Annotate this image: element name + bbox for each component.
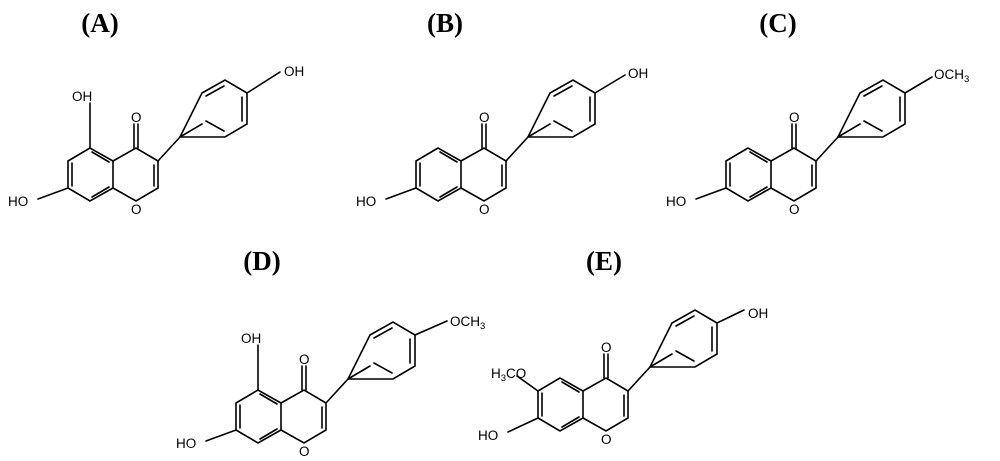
substituent-e-4p-oh: OH (748, 306, 768, 321)
atom-e-ring-o: O (601, 432, 612, 447)
structure-d-bonds (205, 320, 448, 444)
substituent-e-6-methoxy: H3CO (491, 366, 526, 384)
atom-c-ring-o: O (789, 202, 800, 217)
atom-d-carbonyl-o: O (299, 352, 310, 367)
panel-b: (B) HO O O OH (356, 8, 648, 217)
panel-d: (D) OH HO O O OCH3 (176, 246, 485, 459)
structure-b-bonds (385, 74, 626, 202)
substituent-a-7-oh: HO (8, 194, 28, 209)
atom-d-ring-o: O (299, 444, 310, 459)
atom-c-carbonyl-o: O (789, 110, 800, 125)
structure-e-bonds (507, 309, 745, 433)
panel-a: (A) OH HO O O (8, 8, 304, 217)
atom-b-carbonyl-o: O (479, 110, 490, 125)
atom-b-ring-o: O (479, 202, 490, 217)
substituent-b-4p-oh: OH (628, 66, 648, 81)
panel-label-e: (E) (586, 246, 622, 276)
panel-e: (E) H3CO HO O O OH (478, 246, 768, 447)
panel-label-d: (D) (243, 246, 280, 276)
substituent-c-4p-och3: OCH3 (934, 67, 969, 85)
substituent-a-4p-oh: OH (284, 64, 304, 79)
panel-label-a: (A) (81, 8, 118, 38)
panel-label-c: (C) (759, 8, 796, 38)
substituent-d-4p-och3: OCH3 (450, 314, 485, 332)
substituent-a-5-oh: OH (72, 89, 92, 104)
atom-a-carbonyl-o: O (131, 110, 142, 125)
structure-a-bonds (37, 71, 281, 202)
structure-c-bonds (695, 76, 933, 202)
substituent-d-5-oh: OH (241, 331, 261, 346)
substituent-d-7-oh: HO (176, 436, 196, 451)
panel-c: (C) HO O O OCH3 (666, 8, 969, 217)
substituent-c-7-oh: HO (666, 194, 686, 209)
substituent-e-7-oh: HO (478, 428, 498, 443)
atom-e-carbonyl-o: O (601, 340, 612, 355)
panel-label-b: (B) (427, 8, 463, 38)
atom-a-ring-o: O (131, 202, 142, 217)
substituent-b-7-oh: HO (356, 194, 376, 209)
